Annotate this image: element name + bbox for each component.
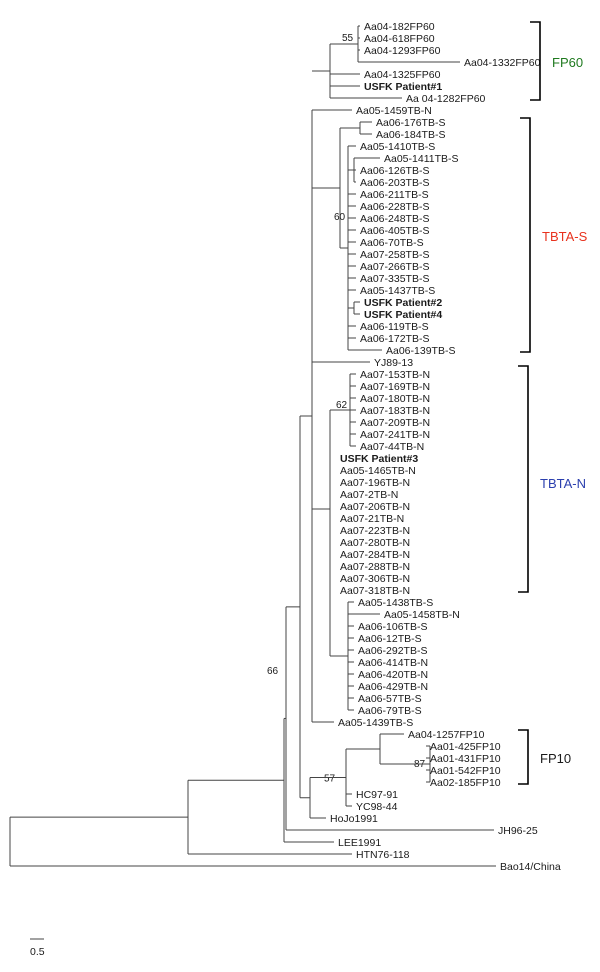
- taxon-label: Aa01-425FP10: [430, 741, 501, 753]
- taxon-label: Aa06-176TB-S: [376, 117, 445, 129]
- taxon-label: Aa06-203TB-S: [360, 177, 429, 189]
- taxon-label: Aa04-618FP60: [364, 33, 435, 45]
- group-bracket: [530, 21, 541, 101]
- taxon-label: YC98-44: [356, 801, 398, 813]
- taxon-label: Aa07-241TB-N: [360, 429, 430, 441]
- bootstrap-label: 55: [342, 33, 354, 44]
- taxon-label: Aa05-1410TB-S: [360, 141, 435, 153]
- taxon-label: Aa05-1458TB-N: [384, 609, 460, 621]
- taxon-label: Aa04-1325FP60: [364, 69, 441, 81]
- taxon-label: Aa 04-1282FP60: [406, 93, 486, 105]
- taxon-label: Aa06-12TB-S: [358, 633, 422, 645]
- taxon-label: Aa07-180TB-N: [360, 393, 430, 405]
- taxon-label: Aa05-1465TB-N: [340, 465, 416, 477]
- taxon-label: Aa06-106TB-S: [358, 621, 427, 633]
- group-bracket: [518, 365, 529, 593]
- taxon-label: USFK Patient#4: [364, 309, 442, 321]
- group-label: FP60: [552, 55, 583, 70]
- taxon-label: Aa06-420TB-N: [358, 669, 428, 681]
- taxon-label: Aa07-266TB-S: [360, 261, 429, 273]
- taxon-label: Aa06-79TB-S: [358, 705, 422, 717]
- taxon-label: Aa07-306TB-N: [340, 573, 410, 585]
- bootstrap-label: 57: [324, 774, 336, 785]
- taxon-label: Aa06-184TB-S: [376, 129, 445, 141]
- taxon-label: HC97-91: [356, 789, 398, 801]
- taxon-label: Aa06-57TB-S: [358, 693, 422, 705]
- bootstrap-label: 66: [267, 666, 279, 677]
- taxon-label: Aa06-172TB-S: [360, 333, 429, 345]
- taxon-label: Aa07-44TB-N: [360, 441, 424, 453]
- taxon-label: Aa07-258TB-S: [360, 249, 429, 261]
- group-bracket: [518, 729, 529, 785]
- taxon-label: Aa05-1438TB-S: [358, 597, 433, 609]
- taxon-label: Aa07-288TB-N: [340, 561, 410, 573]
- taxon-label: Aa04-1257FP10: [408, 729, 485, 741]
- taxon-label: HTN76-118: [356, 849, 410, 861]
- taxon-label: USFK Patient#1: [364, 81, 442, 93]
- bootstrap-label: 62: [336, 400, 348, 411]
- taxon-label: LEE1991: [338, 837, 381, 849]
- taxon-label: HoJo1991: [330, 813, 378, 825]
- group-label: TBTA-S: [542, 229, 588, 244]
- taxon-label: Aa01-542FP10: [430, 765, 501, 777]
- taxon-label: Aa01-431FP10: [430, 753, 501, 765]
- taxon-label: Aa07-196TB-N: [340, 477, 410, 489]
- taxon-label: Aa06-211TB-S: [360, 189, 429, 201]
- taxon-label: Aa07-209TB-N: [360, 417, 430, 429]
- taxon-label: Aa02-185FP10: [430, 777, 501, 789]
- taxon-label: Aa07-284TB-N: [340, 549, 410, 561]
- taxon-label: USFK Patient#3: [340, 453, 418, 465]
- taxon-label: Aa05-1437TB-S: [360, 285, 435, 297]
- taxon-label: Aa07-335TB-S: [360, 273, 429, 285]
- taxon-label: Aa07-2TB-N: [340, 489, 398, 501]
- taxon-label: JH96-25: [498, 825, 538, 837]
- taxon-label: Bao14/China: [500, 861, 561, 873]
- taxon-label: Aa07-223TB-N: [340, 525, 410, 537]
- taxon-label: Aa04-1332FP60: [464, 57, 541, 69]
- taxon-label: Aa04-1293FP60: [364, 45, 441, 57]
- taxon-label: Aa05-1459TB-N: [356, 105, 432, 117]
- taxon-label: Aa07-169TB-N: [360, 381, 430, 393]
- taxon-label: Aa07-318TB-N: [340, 585, 410, 597]
- taxon-label: Aa07-183TB-N: [360, 405, 430, 417]
- taxon-label: Aa07-21TB-N: [340, 513, 404, 525]
- taxon-label: Aa04-182FP60: [364, 21, 435, 33]
- taxon-label: Aa06-139TB-S: [386, 345, 455, 357]
- group-label: TBTA-N: [540, 476, 586, 491]
- scale-bar-label: 0.5: [30, 946, 45, 958]
- taxon-label: YJ89-13: [374, 357, 413, 369]
- group-label: FP10: [540, 751, 571, 766]
- taxon-label: Aa05-1439TB-S: [338, 717, 413, 729]
- taxon-label: Aa06-119TB-S: [360, 321, 429, 333]
- taxon-label: Aa07-153TB-N: [360, 369, 430, 381]
- taxon-label: Aa06-405TB-S: [360, 225, 429, 237]
- taxon-label: Aa06-126TB-S: [360, 165, 429, 177]
- taxon-label: Aa06-248TB-S: [360, 213, 429, 225]
- taxon-label: Aa07-206TB-N: [340, 501, 410, 513]
- taxon-label: Aa06-414TB-N: [358, 657, 428, 669]
- taxon-label: Aa06-292TB-S: [358, 645, 427, 657]
- taxon-label: USFK Patient#2: [364, 297, 442, 309]
- group-bracket: [520, 117, 531, 353]
- taxon-label: Aa06-429TB-N: [358, 681, 428, 693]
- taxon-label: Aa06-228TB-S: [360, 201, 429, 213]
- taxon-label: Aa06-70TB-S: [360, 237, 424, 249]
- taxon-label: Aa05-1411TB-S: [384, 153, 459, 165]
- taxon-label: Aa07-280TB-N: [340, 537, 410, 549]
